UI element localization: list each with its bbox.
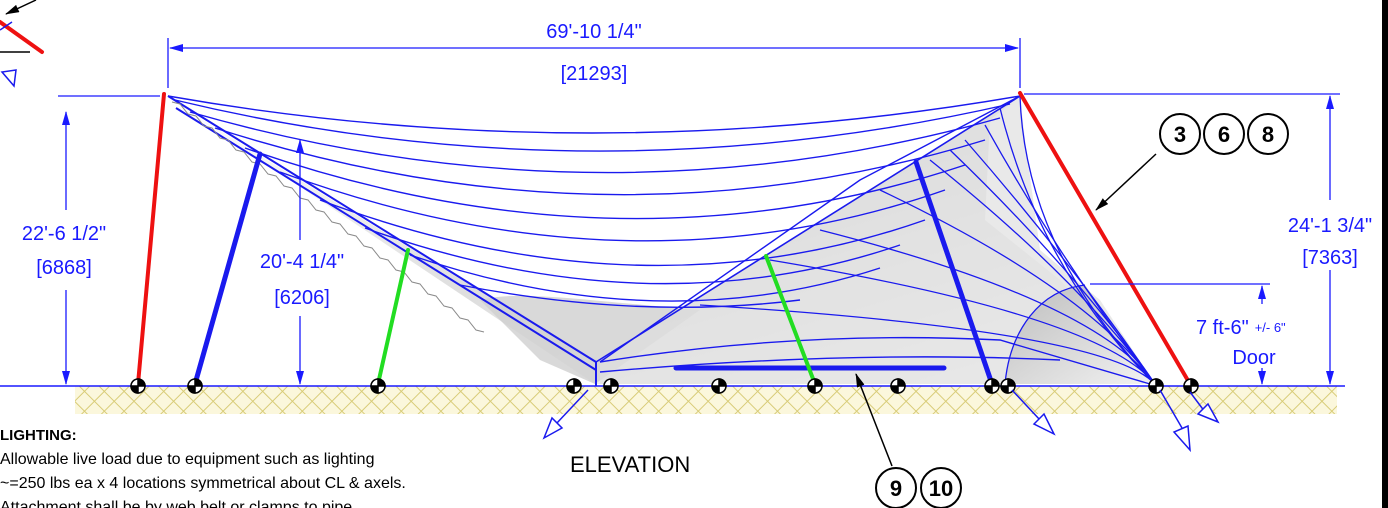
anchor-icon xyxy=(807,378,823,394)
lighting-note: LIGHTING: Allowable live load due to equ… xyxy=(0,427,406,508)
inner-height-mm-label: [6206] xyxy=(274,287,330,309)
anchor-icon xyxy=(566,378,582,394)
callout-bubble xyxy=(875,467,917,508)
anchor-icon xyxy=(1148,378,1164,394)
anchor-icon xyxy=(1183,378,1199,394)
callout-number: 9 xyxy=(890,476,902,501)
callout-bubble xyxy=(1203,113,1245,155)
anchor-points xyxy=(130,378,1199,394)
lighting-note-line: ~=250 lbs ea x 4 locations symmetrical a… xyxy=(0,475,406,492)
load-arrow-icon xyxy=(1196,402,1220,424)
anchor-icon xyxy=(130,378,146,394)
anchor-icon xyxy=(370,378,386,394)
door-height-label: 7 ft-6" xyxy=(1196,317,1249,339)
leader-line-topleft xyxy=(5,0,37,15)
callout-number: 10 xyxy=(929,476,953,501)
anchor-icon xyxy=(890,378,906,394)
door-label: Door xyxy=(1232,347,1276,369)
svg-text:7 ft-6"+/- 6": 7 ft-6" +/- 6" xyxy=(1196,317,1286,339)
callout-number: 6 xyxy=(1218,122,1230,147)
truss-beam xyxy=(167,95,1021,386)
right-height-label: 24'-1 3/4" xyxy=(1288,215,1372,237)
green-struts xyxy=(376,248,817,386)
door-tolerance-label: +/- 6" xyxy=(1255,320,1286,335)
load-arrows xyxy=(0,21,1220,453)
sheet-border xyxy=(1382,0,1388,508)
overall-width-mm-label: [21293] xyxy=(561,63,628,85)
right-height-mm-label: [7363] xyxy=(1302,247,1358,269)
lighting-note-line: Allowable live load due to equipment suc… xyxy=(0,451,374,468)
view-title: ELEVATION xyxy=(570,452,690,477)
anchor-icon xyxy=(603,378,619,394)
load-arrow-icon xyxy=(1032,412,1056,436)
left-height-dimension xyxy=(58,95,160,385)
load-arrow-icon xyxy=(542,416,564,440)
anchor-icon xyxy=(711,378,727,394)
overall-width-label: 69'-10 1/4" xyxy=(546,21,641,43)
callout-number: 3 xyxy=(1174,122,1186,147)
membrane-shading xyxy=(170,96,1155,384)
inner-height-label: 20'-4 1/4" xyxy=(260,251,344,273)
left-height-mm-label: [6868] xyxy=(36,257,92,279)
callout-group-b: 9 10 xyxy=(855,373,962,508)
callout-bubble xyxy=(1159,113,1201,155)
anchor-icon xyxy=(1000,378,1016,394)
load-arrow-icon xyxy=(0,69,17,88)
anchor-icon xyxy=(984,378,1000,394)
callout-bubble xyxy=(1247,113,1289,155)
lighting-note-line: Attachment shall be by web belt or clamp… xyxy=(0,499,352,508)
right-height-dimension xyxy=(1024,93,1340,385)
load-arrow-icon xyxy=(1172,424,1191,453)
callout-number: 8 xyxy=(1262,122,1274,147)
ground-hatch xyxy=(75,386,1337,414)
red-masts xyxy=(0,20,1192,386)
callout-group-a: 3 6 8 xyxy=(1095,113,1289,211)
callout-bubble xyxy=(920,467,962,508)
left-height-label: 22'-6 1/2" xyxy=(22,223,106,245)
width-dimension xyxy=(167,38,1021,88)
anchor-icon xyxy=(187,378,203,394)
door-dimension xyxy=(1090,283,1270,385)
lighting-note-heading: LIGHTING: xyxy=(0,427,77,444)
